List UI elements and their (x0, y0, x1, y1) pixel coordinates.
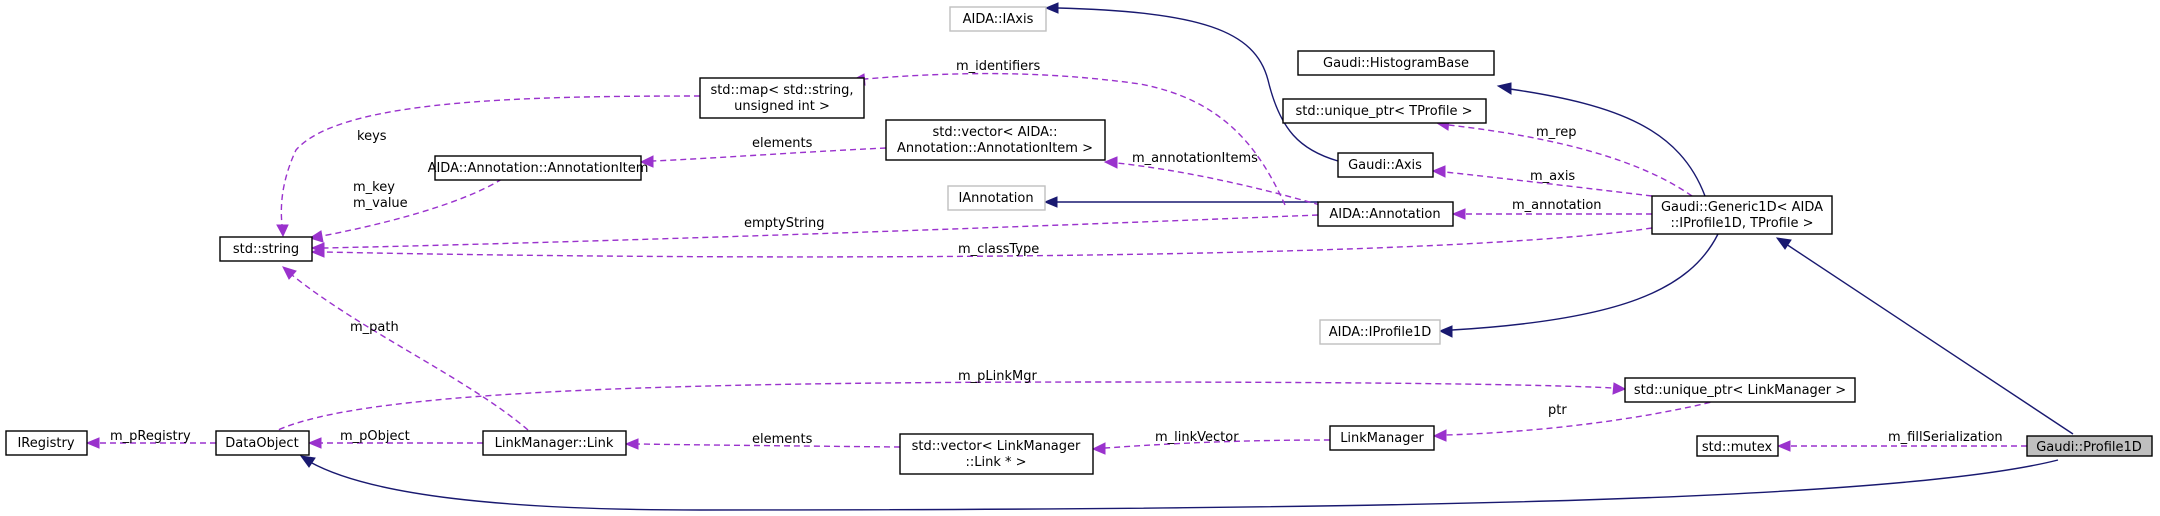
node-gaudi-axis[interactable]: Gaudi::Axis (1337, 152, 1434, 178)
node-std-map[interactable]: std::map< std::string, unsigned int > (699, 77, 865, 119)
node-label: Gaudi::HistogramBase (1323, 56, 1469, 71)
node-unique-ptr-tprofile[interactable]: std::unique_ptr< TProfile > (1282, 98, 1487, 124)
node-std-string[interactable]: std::string (219, 236, 313, 262)
node-label: std::string (233, 242, 299, 257)
edge-label: m_annotation (1512, 198, 1602, 213)
edge-dataobject-uptr-linkmgr: m_pLinkMgr (269, 369, 1627, 435)
node-vector-annotationitem[interactable]: std::vector< AIDA:: Annotation::Annotati… (885, 119, 1106, 161)
node-label-line-2: ::Link * > (965, 455, 1026, 470)
node-label: std::unique_ptr< TProfile > (1295, 104, 1472, 119)
node-aida-annotationitem[interactable]: AIDA::Annotation::AnnotationItem (428, 155, 649, 181)
edge-generic1d-uptr-tprofile: m_rep (1435, 118, 1693, 197)
node-label: Gaudi::Profile1D (2036, 440, 2142, 455)
edge-generic1d-histbase (1496, 82, 1706, 197)
node-label: IAnnotation (958, 191, 1033, 206)
node-label: LinkManager::Link (495, 436, 614, 451)
edge-label: ptr (1548, 403, 1567, 418)
node-label: AIDA::Annotation::AnnotationItem (428, 161, 649, 176)
node-label: std::unique_ptr< LinkManager > (1634, 383, 1846, 398)
edge-label: m_identifiers (956, 59, 1041, 74)
node-label-line-2: Annotation::AnnotationItem > (897, 141, 1093, 156)
edge-profile1d-dataobject (299, 455, 2059, 511)
edge-label: m_path (350, 320, 399, 335)
node-iregistry[interactable]: IRegistry (5, 430, 88, 456)
node-linkmanager-link[interactable]: LinkManager::Link (482, 430, 627, 456)
edge-generic1d-annotation: m_annotation (1451, 198, 1652, 220)
edge-label: keys (357, 129, 387, 144)
edge-profile1d-mutex: m_fillSerialization (1776, 430, 2027, 452)
node-gaudi-histogrambase[interactable]: Gaudi::HistogramBase (1297, 50, 1495, 76)
node-label: std::mutex (1702, 440, 1773, 455)
edge-annotation-iannotation (1043, 196, 1318, 208)
node-aida-iprofile1d[interactable]: AIDA::IProfile1D (1319, 319, 1441, 345)
node-label-line-2: ::IProfile1D, TProfile > (1671, 216, 1814, 231)
edge-link-dataobject: m_pObject (307, 429, 483, 449)
edge-label: m_linkVector (1155, 430, 1239, 445)
node-vector-link[interactable]: std::vector< LinkManager ::Link * > (899, 433, 1094, 475)
edge-annotation-string: emptyString (310, 214, 1319, 254)
edge-label: m_annotationItems (1132, 151, 1258, 166)
edge-label: emptyString (744, 216, 825, 231)
edge-label: m_classType (958, 242, 1039, 257)
edge-generic1d-axis: m_axis (1431, 165, 1653, 197)
node-label: LinkManager (1340, 431, 1424, 446)
node-label: DataObject (225, 436, 298, 451)
node-label-line-1: std::vector< LinkManager (912, 439, 1081, 454)
edge-label: m_axis (1530, 169, 1575, 184)
node-label-line-1: Gaudi::Generic1D< AIDA (1661, 200, 1823, 215)
node-aida-iaxis[interactable]: AIDA::IAxis (949, 6, 1047, 32)
edge-map-string: keys (276, 95, 701, 238)
edge-label: m_rep (1536, 125, 1576, 140)
node-label-line-1: std::map< std::string, (710, 83, 853, 98)
node-linkmanager[interactable]: LinkManager (1329, 425, 1435, 451)
edge-label: m_pRegistry (110, 429, 191, 444)
edge-label: elements (752, 432, 813, 447)
edge-linkmanager-vec-link: m_linkVector (1091, 430, 1331, 455)
node-label: Gaudi::Axis (1348, 158, 1422, 173)
node-unique-ptr-linkmanager[interactable]: std::unique_ptr< LinkManager > (1624, 377, 1856, 403)
node-label: AIDA::Annotation (1329, 207, 1440, 222)
node-label: IRegistry (17, 436, 74, 451)
edge-annotationitem-string: m_key m_value (308, 178, 503, 243)
node-std-mutex[interactable]: std::mutex (1696, 435, 1779, 457)
edge-label: m_fillSerialization (1888, 430, 2003, 445)
edge-uptr-linkmgr-linkmanager: ptr (1432, 399, 1721, 442)
node-label-line-2: unsigned int > (734, 99, 830, 114)
edge-link-string: m_path (282, 266, 529, 431)
edge-label: m_pObject (340, 429, 410, 444)
edge-annotation-vec-annotationitem: m_annotationItems (1103, 151, 1321, 206)
edge-vec-annotationitem-annotationitem: elements (639, 136, 887, 168)
node-label-line-1: std::vector< AIDA:: (932, 125, 1057, 140)
edge-axis-iaxis (1044, 2, 1339, 162)
edge-generic1d-string: m_classType (310, 227, 1653, 258)
node-gaudi-generic1d[interactable]: Gaudi::Generic1D< AIDA ::IProfile1D, TPr… (1651, 195, 1833, 235)
edge-generic1d-iprofile1d (1438, 233, 1719, 338)
edge-label-second-line: m_value (353, 196, 408, 211)
node-iannotation[interactable]: IAnnotation (947, 185, 1046, 211)
edge-dataobject-iregistry: m_pRegistry (85, 429, 216, 449)
node-dataobject[interactable]: DataObject (215, 430, 310, 456)
edge-label: m_key (353, 180, 395, 195)
node-label: AIDA::IProfile1D (1329, 325, 1431, 340)
node-gaudi-profile1d[interactable]: Gaudi::Profile1D (2026, 435, 2153, 457)
node-aida-annotation[interactable]: AIDA::Annotation (1317, 201, 1454, 227)
edge-label: m_pLinkMgr (958, 369, 1038, 384)
edge-profile1d-generic1d (1775, 237, 2074, 435)
node-label: AIDA::IAxis (963, 12, 1034, 27)
edge-vec-link-link: elements (624, 432, 901, 450)
edge-label: elements (752, 136, 813, 151)
